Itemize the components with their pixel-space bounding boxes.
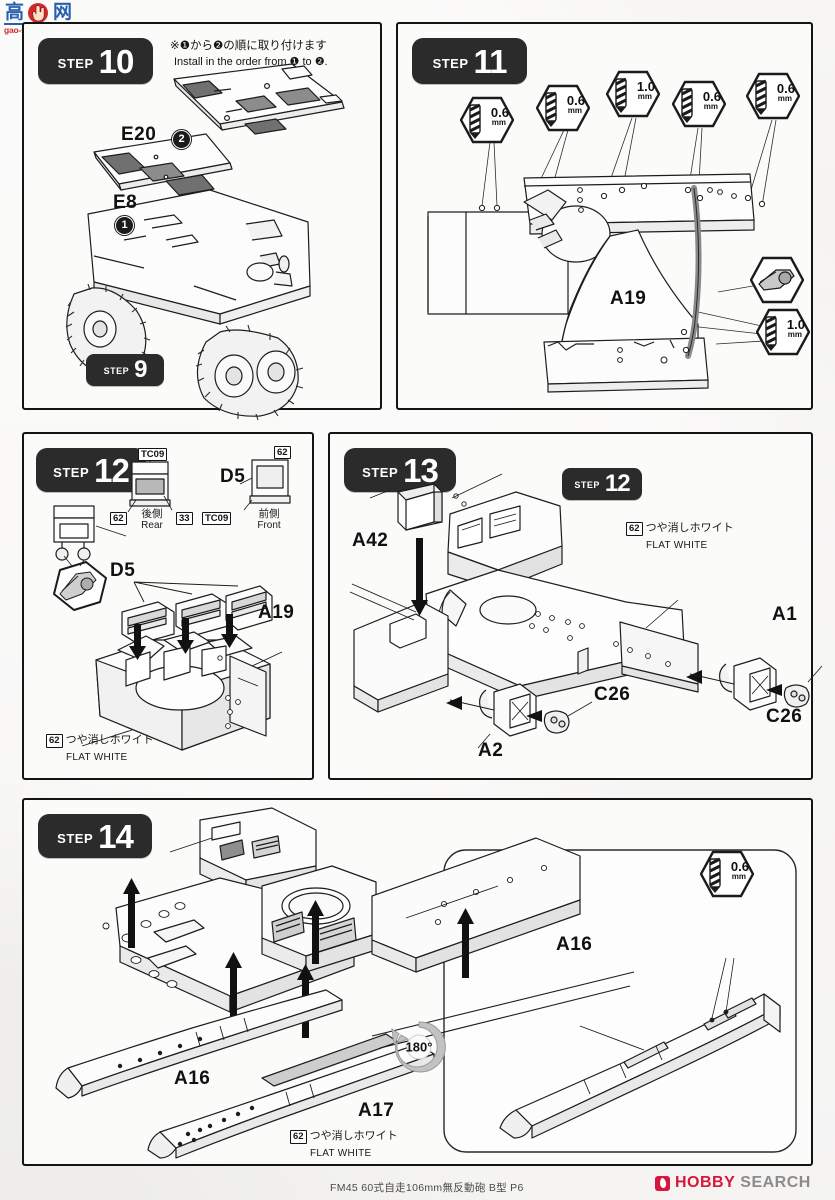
step-13-part-label-a42: A42	[352, 530, 389, 551]
caption-front-en: Front	[257, 520, 281, 531]
step-13-badge-number: 13	[403, 451, 439, 489]
step-14-badge: STEP 14	[38, 814, 152, 858]
step-14-badge-number: 14	[98, 817, 134, 855]
paint-callout-chip: 62	[290, 1130, 307, 1144]
drill-size-unit: mm	[567, 106, 582, 115]
step-10-badge: STEP 10	[38, 38, 153, 84]
brand-name-primary: HOBBY	[675, 1174, 736, 1191]
panel-step-13: STEP 13 STEP 12	[328, 432, 823, 780]
step-9-ref-number: 9	[134, 356, 147, 383]
step-12-badge-word: STEP	[53, 464, 90, 480]
step-14-part-label-a16-left: A16	[174, 1068, 211, 1089]
panel-step-14: STEP 14	[22, 798, 813, 1166]
drill-size-value: 1.0	[636, 79, 655, 94]
step-13-part-label-a1: A1	[772, 604, 798, 625]
paint-chip-33-rear: 33	[176, 512, 193, 525]
step-11-badge: STEP 11	[412, 38, 527, 84]
paint-callout-jp: つや消しホワイト	[645, 522, 734, 534]
rotate-degrees-label: 180°	[405, 1039, 433, 1055]
drill-size-value: 0.6	[730, 859, 749, 874]
paint-callout-en: FLAT WHITE	[646, 540, 708, 551]
footer-kit-code: FM45 60式自走106mm無反動砲 B型 P6	[330, 1182, 524, 1194]
caption-rear: 後側 Rear	[130, 508, 174, 532]
drill-size-unit: mm	[777, 94, 792, 103]
step-10-note-en: Install in the order from ❶ to ❷.	[174, 56, 328, 68]
step-10-part-label-e20: E20	[121, 124, 157, 145]
drill-size-unit: mm	[703, 102, 718, 111]
step-13-part-label-c26-left: C26	[594, 684, 631, 705]
step-14-part-label-a17: A17	[358, 1100, 395, 1121]
paint-callout-jp: つや消しホワイト	[65, 734, 154, 746]
step-13-part-label-a2: A2	[478, 740, 504, 761]
step-12-ref-number: 12	[604, 470, 631, 497]
drill-size-value: 0.6	[776, 81, 795, 96]
step-13-part-label-c26-right: C26	[766, 706, 803, 727]
drill-size-value: 0.6	[490, 105, 509, 120]
step-10-order-badge-1: 1	[115, 216, 134, 235]
step-14-badge-word: STEP	[57, 830, 94, 846]
paint-chip-62-front: 62	[274, 446, 291, 459]
step-10-note-jp: ※❶から❷の順に取り付けます	[170, 40, 327, 52]
pointing-hand-icon	[28, 3, 48, 23]
hobby-search-logo: HOBBY SEARCH	[655, 1174, 811, 1192]
drill-size-value: 1.0	[786, 317, 805, 332]
step-9-ref-word: STEP	[103, 366, 130, 376]
cut-with-nipper-icon	[750, 256, 804, 304]
paint-callout-chip: 62	[46, 734, 63, 748]
rotate-180-icon: 180°	[388, 1016, 450, 1078]
step-12-ref-word: STEP	[574, 480, 600, 490]
drill-size-unit: mm	[491, 118, 506, 127]
panel-step-11: STEP 11	[396, 22, 813, 410]
drill-callout-1-0mm-a: 1.0 mm	[606, 70, 660, 118]
drill-size-unit: mm	[637, 92, 652, 101]
step-12-badge: STEP 12	[36, 448, 146, 492]
step-10-ref-step-9-badge: STEP 9	[86, 354, 164, 386]
brand-name-secondary: SEARCH	[740, 1174, 811, 1191]
paint-callout-en: FLAT WHITE	[310, 1148, 372, 1159]
panel-step-12: STEP 12	[22, 432, 314, 780]
drill-callout-0-6mm-a: 0.6 mm	[460, 96, 514, 144]
step-13-ref-step-12-badge: STEP 12	[562, 468, 642, 500]
step-10-order-badge-2: 2	[172, 130, 191, 149]
step-12-part-label-d5-left: D5	[110, 560, 136, 581]
caption-front-jp: 前側	[258, 508, 280, 520]
paint-chip-62-rear: 62	[110, 512, 127, 525]
panel-step-10: STEP 10 ※❶から❷の順に取り付けます Install in the or…	[22, 22, 382, 421]
drill-size-unit: mm	[787, 330, 802, 339]
paint-chip-tc09-front: TC09	[202, 512, 232, 525]
watermark-char-2: 网	[53, 2, 73, 23]
step-13-badge: STEP 13	[344, 448, 456, 492]
step-11-badge-number: 11	[473, 42, 508, 80]
caption-rear-en: Rear	[141, 520, 163, 531]
step-14-part-label-a16-right: A16	[556, 934, 593, 955]
drill-size-unit: mm	[731, 872, 746, 881]
drill-callout-step14-0-6mm: 0.6 mm	[700, 850, 754, 898]
drill-callout-0-6mm-b: 0.6 mm	[536, 84, 590, 132]
caption-front: 前側 Front	[246, 508, 292, 532]
drill-size-value: 0.6	[702, 89, 721, 104]
step-10-part-label-e8: E8	[113, 192, 138, 213]
drill-callout-0-6mm-d: 0.6 mm	[746, 72, 800, 120]
drill-size-value: 0.6	[566, 93, 585, 108]
paint-chip-tc09-rear: TC09	[138, 448, 168, 461]
step-11-badge-word: STEP	[432, 55, 469, 71]
step-12-badge-number: 12	[94, 451, 130, 489]
paint-callout-chip: 62	[626, 522, 643, 536]
step-13-badge-word: STEP	[362, 464, 399, 480]
step-11-part-label-a19: A19	[610, 288, 647, 309]
paint-callout-jp: つや消しホワイト	[309, 1130, 398, 1142]
step-10-badge-number: 10	[98, 42, 135, 80]
step-12-part-label-a19: A19	[258, 602, 295, 623]
step-12-part-label-d5-top: D5	[220, 466, 246, 487]
drill-callout-1-0mm-b: 1.0 mm	[756, 308, 810, 356]
flame-icon	[655, 1175, 670, 1191]
watermark-char-1: 高	[5, 2, 25, 23]
paint-callout-en: FLAT WHITE	[66, 752, 128, 763]
caption-rear-jp: 後側	[141, 508, 163, 520]
step-10-badge-word: STEP	[57, 55, 94, 71]
drill-callout-0-6mm-c: 0.6 mm	[672, 80, 726, 128]
